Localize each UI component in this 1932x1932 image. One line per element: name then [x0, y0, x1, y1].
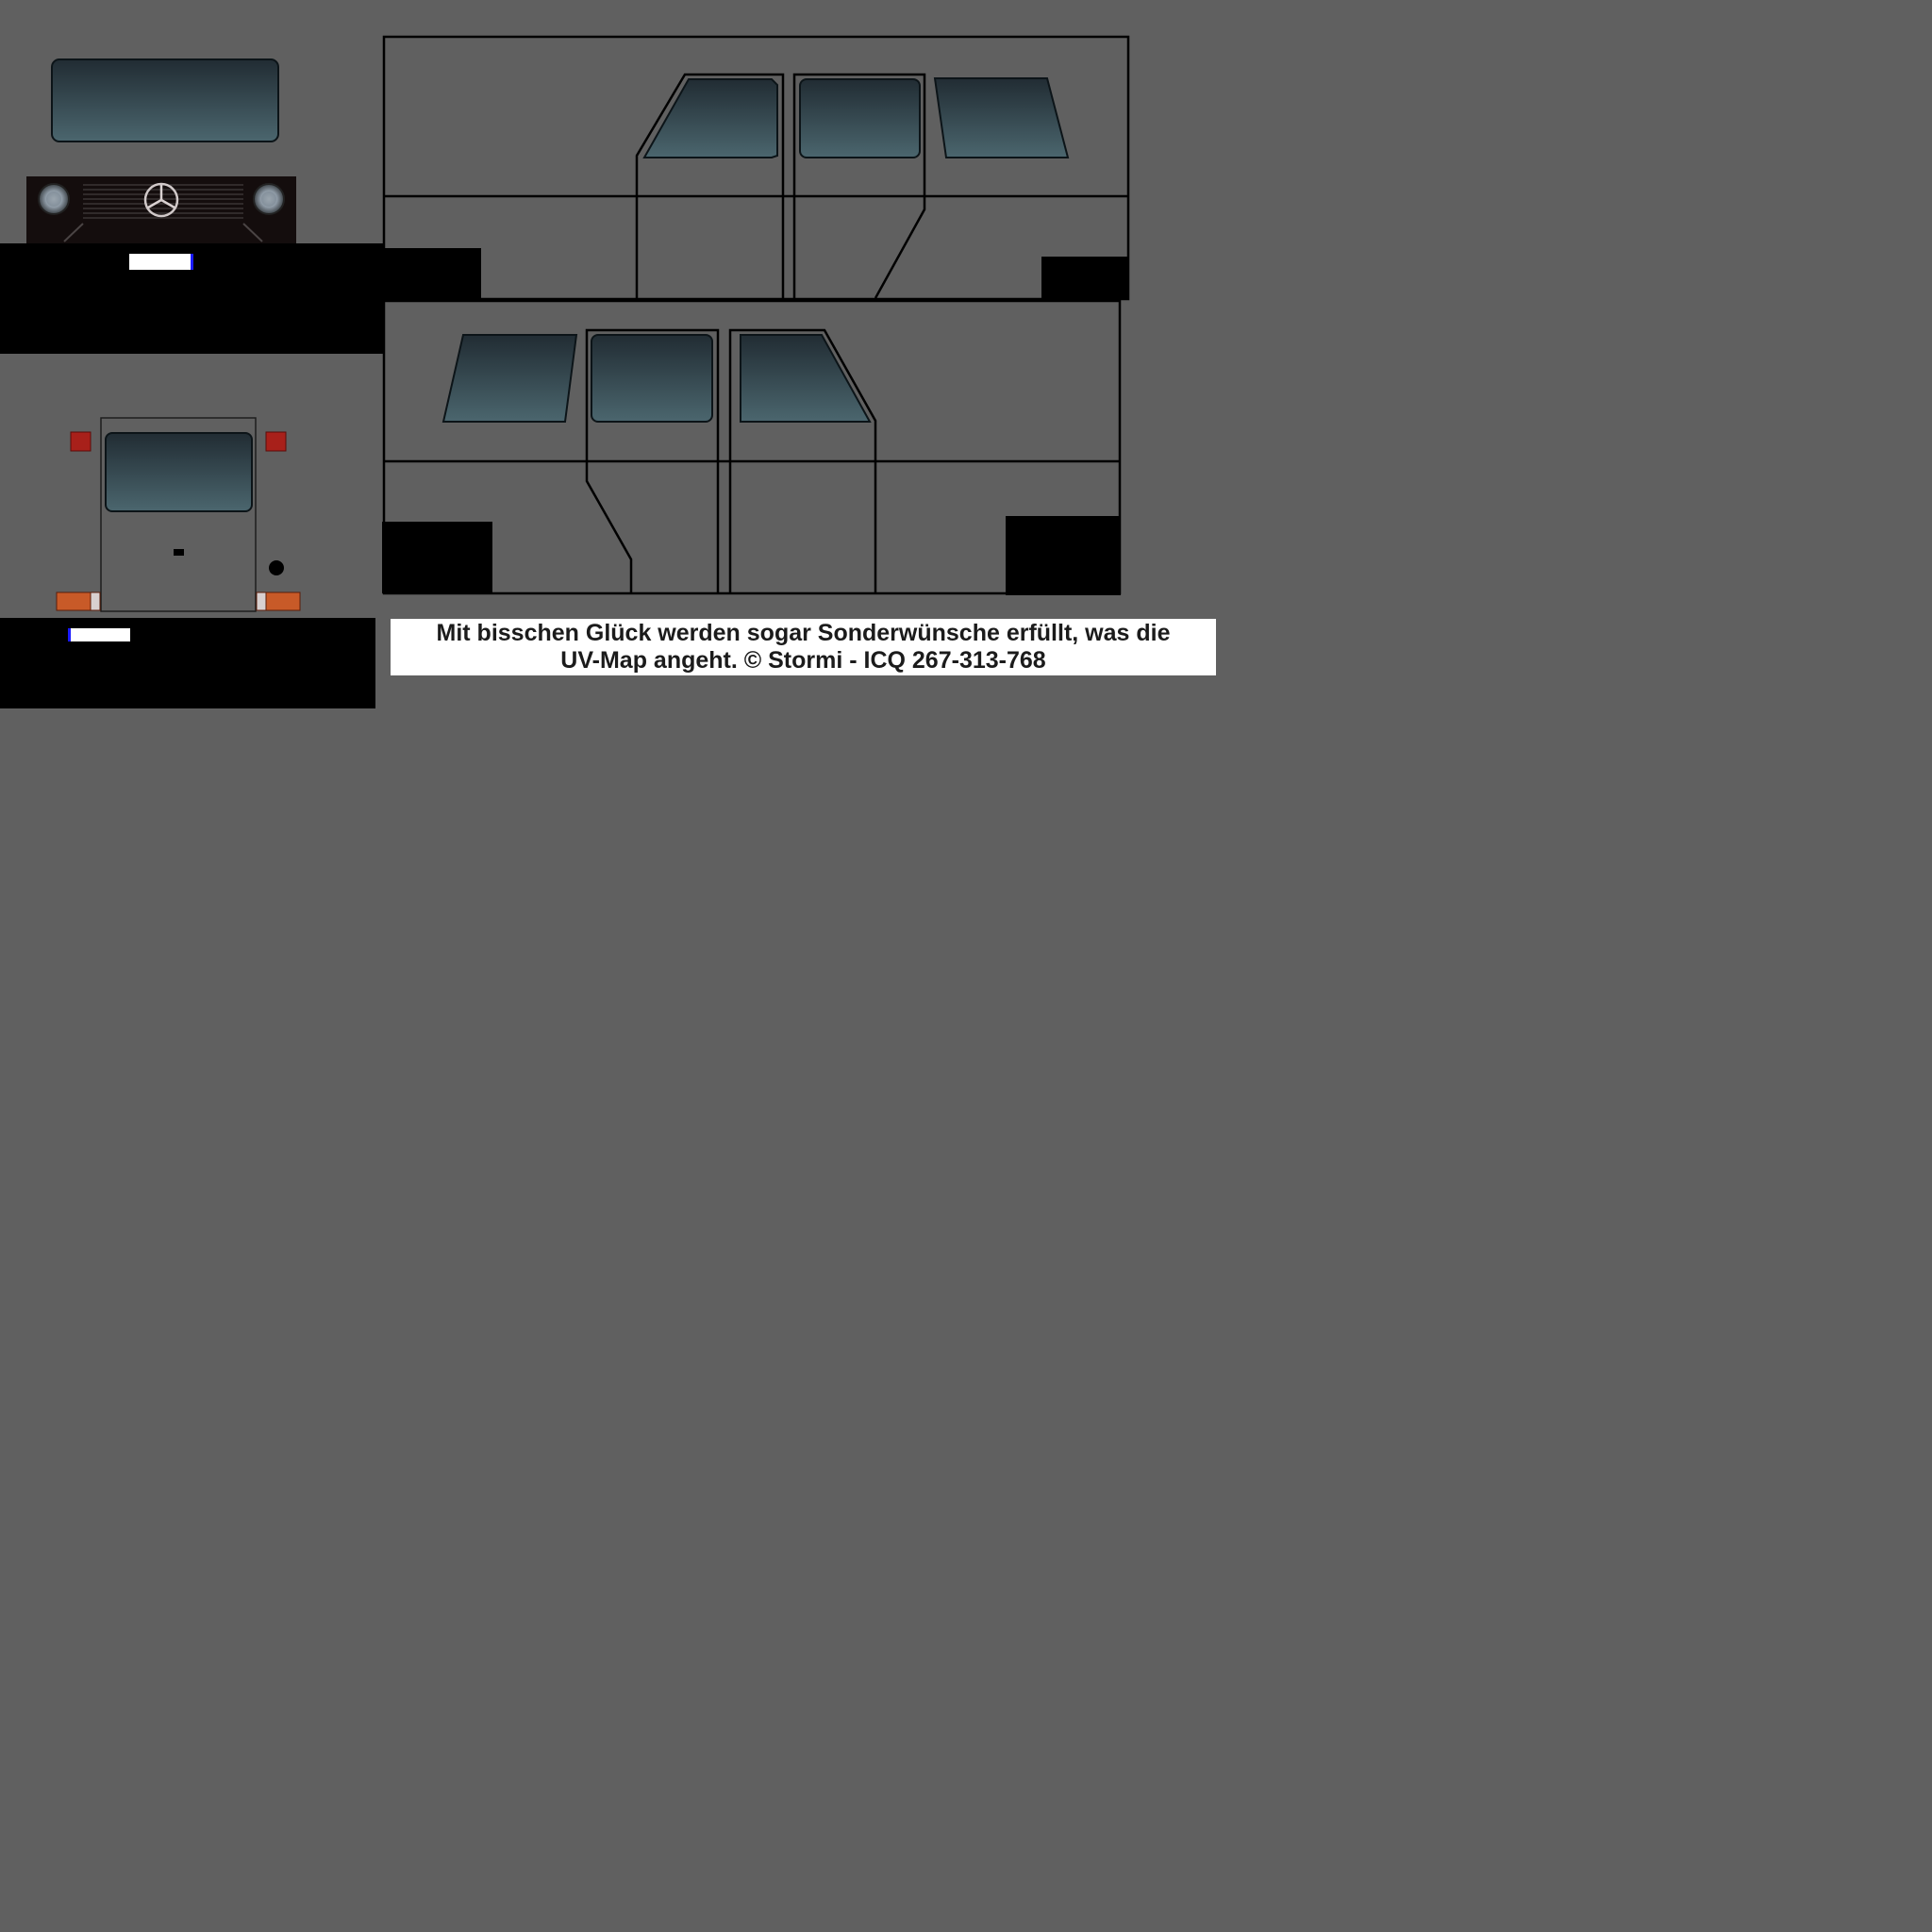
rear-panel-body	[100, 417, 257, 612]
upper-wheel-cutout	[1041, 257, 1128, 300]
windscreen-glass	[51, 58, 279, 142]
rear-door-handle	[174, 549, 184, 556]
credit-line-1: Mit bisschen Glück werden sogar Sonderwü…	[436, 620, 1171, 646]
side-window-glass	[740, 334, 872, 423]
side-window-glass	[441, 334, 578, 423]
upper-window-row	[642, 77, 1070, 158]
front-plate-edge	[191, 254, 193, 270]
windscreen	[51, 58, 279, 142]
left-side-body	[382, 35, 1130, 301]
rear-marker-light-right	[265, 431, 287, 452]
lower-window-row	[441, 334, 872, 423]
bumper-lines	[63, 223, 263, 242]
right-side-body	[382, 299, 1122, 595]
rear-door-panel	[56, 417, 301, 612]
tail-light-right	[256, 591, 301, 611]
rear-plate-edge	[68, 628, 71, 641]
three-pointed-star-icon	[143, 182, 179, 218]
side-window-glass	[799, 78, 921, 158]
rear-license-plate	[70, 628, 130, 641]
lower-wheel-cutouts	[382, 516, 1121, 595]
credit-note: Mit bisschen Glück werden sogar Sonderwü…	[391, 619, 1216, 675]
side-window-glass	[933, 77, 1070, 158]
tail-light-left	[56, 591, 101, 611]
front-license-plate	[129, 254, 192, 270]
grille-slats	[83, 184, 243, 219]
front-grille	[26, 176, 296, 243]
rear-bumper-area	[0, 618, 375, 708]
side-window-glass	[642, 78, 778, 158]
fuel-cap-icon	[269, 560, 284, 575]
side-window-glass	[591, 334, 713, 423]
rear-window-glass	[105, 432, 253, 512]
rear-marker-light-left	[70, 431, 92, 452]
front-bumper-area	[0, 243, 481, 354]
round-headlamp-icon	[38, 183, 70, 215]
credit-line-2: UV-Map angeht. © Stormi - ICQ 267-313-76…	[560, 647, 1046, 674]
round-headlamp-icon	[253, 183, 285, 215]
